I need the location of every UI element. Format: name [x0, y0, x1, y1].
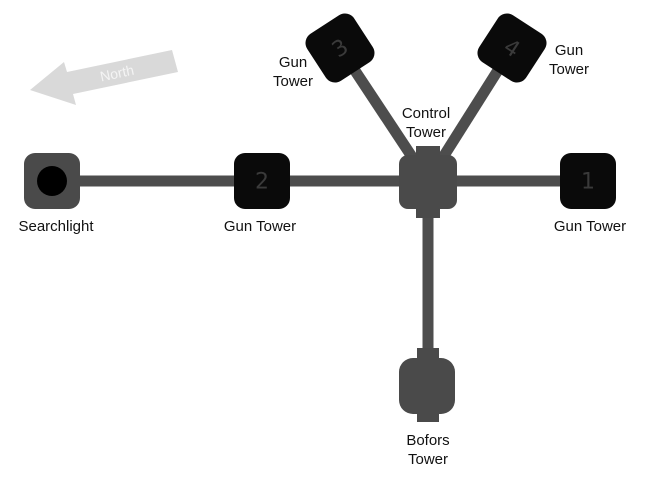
gun-tower-1-node: 1 — [560, 153, 616, 209]
control-tower-node — [399, 146, 457, 218]
gun-tower-3-label-line1: Gun — [278, 54, 308, 71]
control-tower-label: Control Tower — [388, 104, 464, 142]
gun-tower-2-box — [234, 153, 290, 209]
gun-tower-2-number: 2 — [255, 170, 269, 195]
connectors — [70, 44, 590, 385]
searchlight-lamp-icon — [37, 166, 67, 196]
gun-tower-3-box — [305, 13, 375, 83]
searchlight-node — [24, 153, 80, 209]
searchlight-label: Searchlight — [18, 218, 94, 235]
gun-tower-4-label-line2: Tower — [548, 61, 589, 78]
control-tower-label-line1: Control — [401, 105, 451, 122]
gun-tower-4-node: 4 — [477, 13, 547, 83]
control-tower-box — [399, 155, 457, 209]
gun-tower-1-number: 1 — [581, 170, 595, 195]
north-label: North — [99, 62, 136, 85]
gun-tower-2-node: 2 — [234, 153, 290, 209]
gun-tower-3-node: 3 — [305, 13, 375, 83]
gun-tower-3-label-line2: Tower — [272, 73, 313, 90]
gun-tower-1-box — [560, 153, 616, 209]
bofors-tower-box — [399, 358, 455, 414]
gun-tower-4-box — [477, 13, 547, 83]
gun-tower-3-label: Gun Tower — [262, 53, 324, 91]
bofors-tower-label-line2: Tower — [407, 451, 448, 468]
bofors-tower-node — [399, 348, 455, 422]
gun-tower-1-label: Gun Tower — [553, 218, 627, 235]
bofors-tower-label-line1: Bofors — [406, 432, 450, 449]
gun-tower-2-label: Gun Tower — [223, 218, 297, 235]
control-tower-label-line2: Tower — [405, 124, 446, 141]
gun-tower-4-label-line1: Gun — [554, 42, 584, 59]
bofors-tower-label: Bofors Tower — [390, 431, 466, 469]
north-arrow-icon — [30, 50, 178, 105]
gun-tower-4-label: Gun Tower — [538, 41, 600, 79]
north-arrow: North — [30, 50, 178, 105]
